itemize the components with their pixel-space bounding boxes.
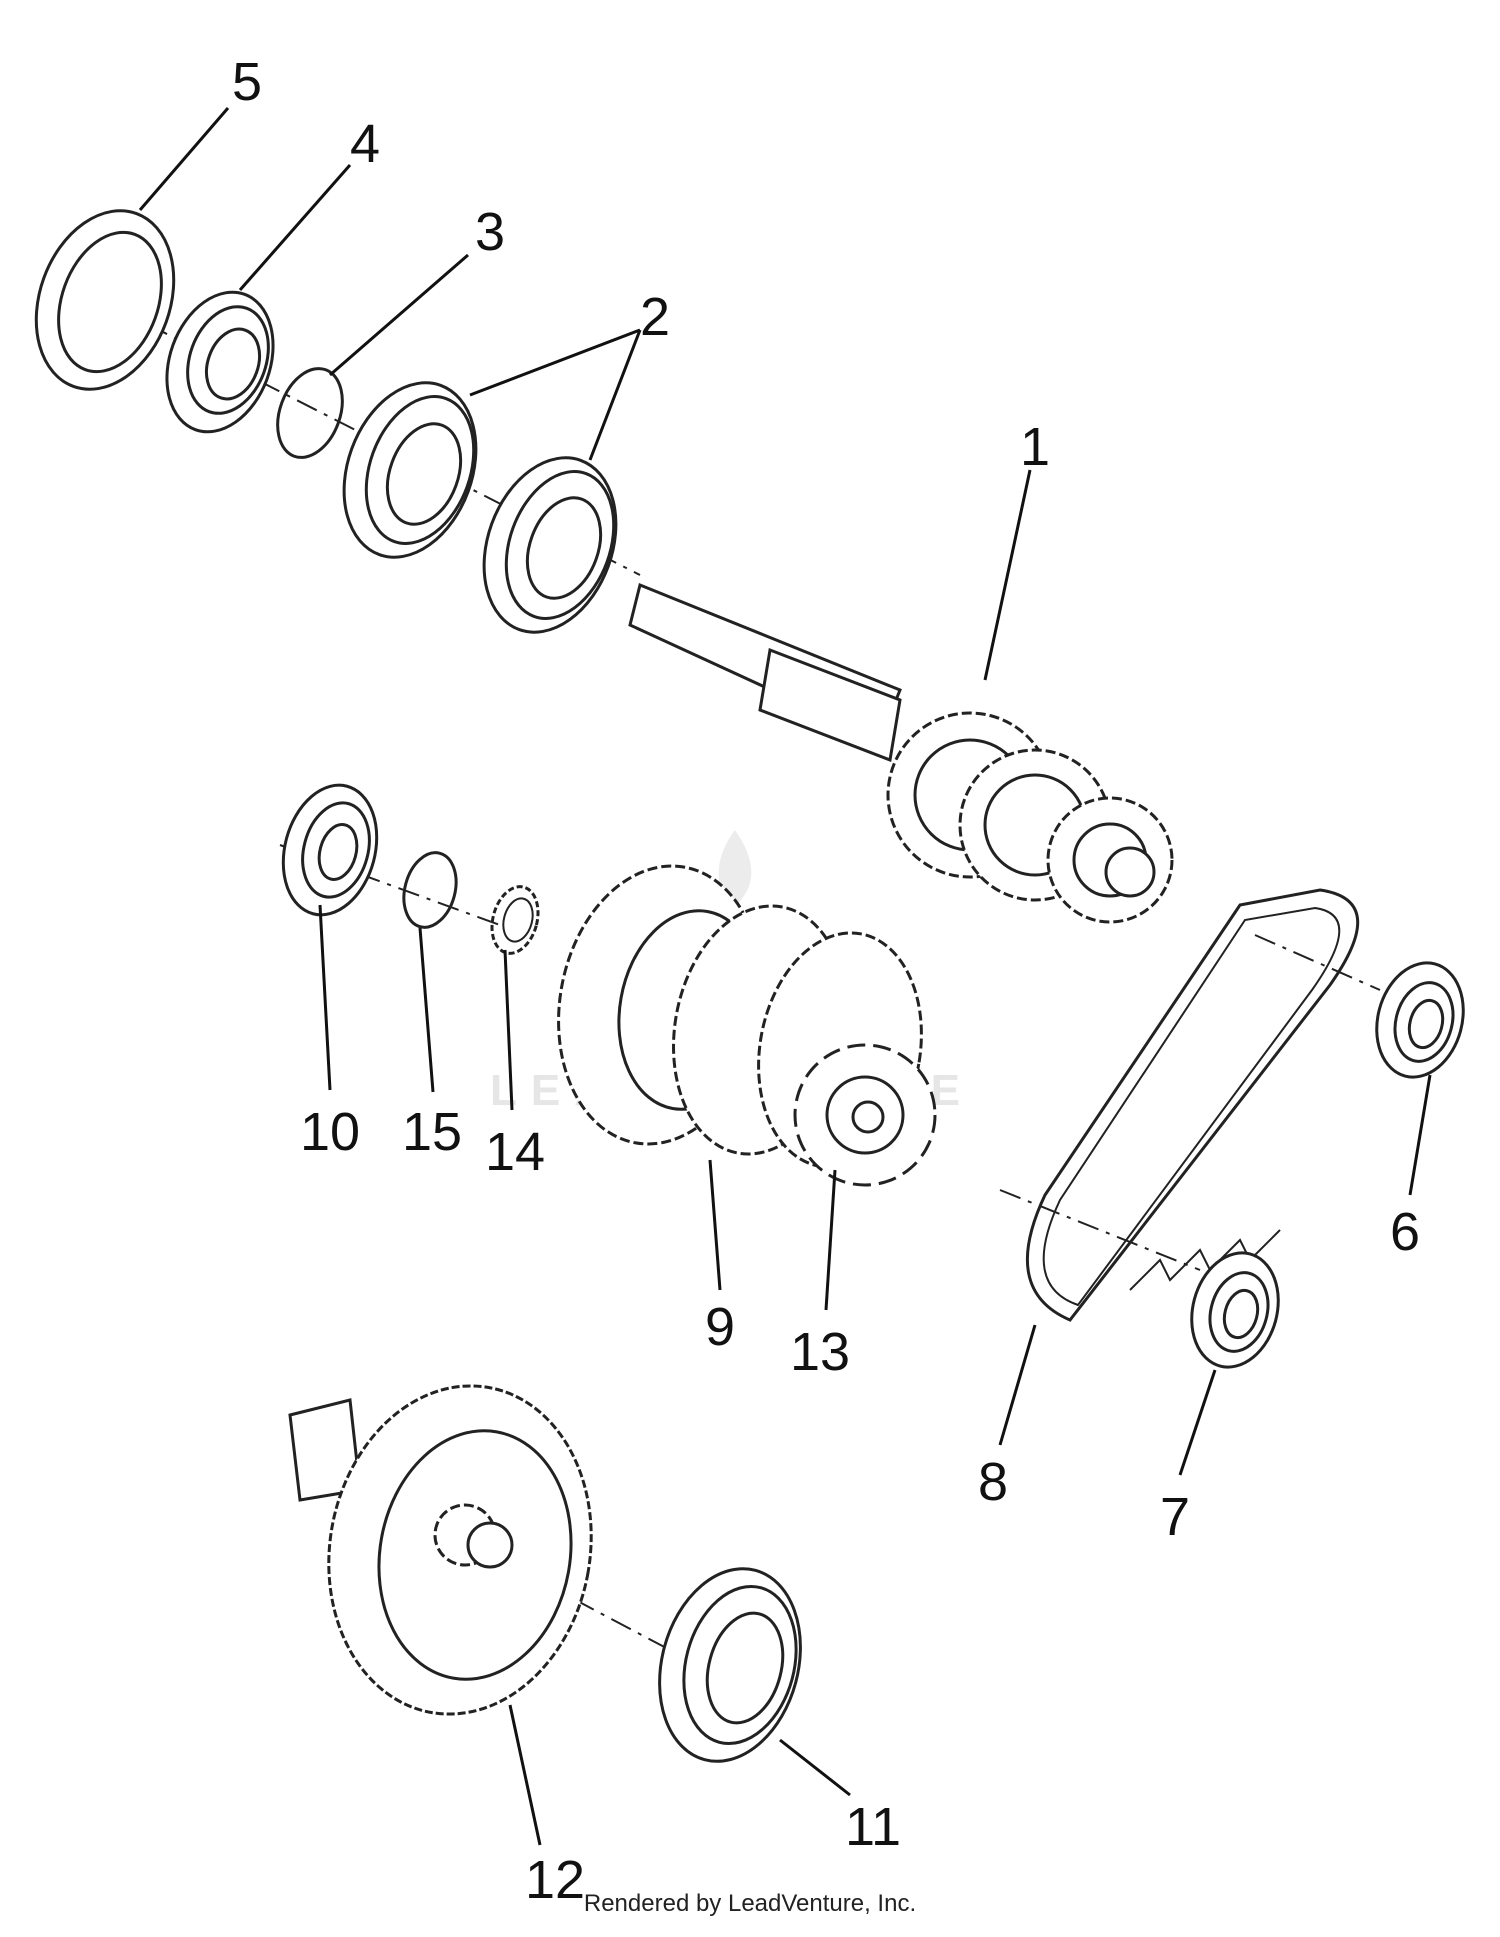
callout-10: 10 bbox=[300, 1102, 360, 1162]
callout-15: 15 bbox=[402, 1102, 462, 1162]
part-5-oil-seal bbox=[34, 209, 176, 391]
part-3-circlip bbox=[276, 367, 344, 459]
part-10-bearing bbox=[281, 783, 379, 917]
part-2-bearing-a bbox=[342, 381, 478, 559]
part-9-countershaft-gears bbox=[557, 864, 923, 1169]
callout-7: 7 bbox=[1160, 1487, 1190, 1547]
callout-2: 2 bbox=[640, 287, 670, 347]
callout-9: 9 bbox=[705, 1297, 735, 1357]
footer-credit: Rendered by LeadVenture, Inc. bbox=[583, 1890, 917, 1917]
part-8-drive-chain bbox=[1025, 888, 1360, 1322]
callout-5: 5 bbox=[232, 52, 262, 112]
part-2-bearing-b bbox=[482, 456, 618, 634]
part-1-main-shaft bbox=[628, 582, 1174, 924]
part-13-sprocket bbox=[793, 1043, 937, 1187]
callout-8: 8 bbox=[978, 1452, 1008, 1512]
callout-6: 6 bbox=[1390, 1202, 1420, 1262]
callout-11: 11 bbox=[845, 1797, 901, 1857]
callout-14: 14 bbox=[485, 1122, 545, 1182]
callout-4: 4 bbox=[350, 114, 380, 174]
part-7-bearing bbox=[1190, 1251, 1280, 1369]
part-15-circlip bbox=[402, 851, 458, 929]
part-6-bearing bbox=[1375, 961, 1465, 1079]
callout-3: 3 bbox=[475, 202, 505, 262]
part-12-output-gear bbox=[288, 1384, 593, 1716]
part-4-collar bbox=[165, 290, 275, 434]
callout-numbers: 1 2 3 4 5 6 7 8 9 10 11 12 13 14 15 bbox=[232, 52, 1420, 1910]
part-14-wave-washer bbox=[490, 885, 540, 955]
callout-1: 1 bbox=[1020, 417, 1050, 477]
callout-12: 12 bbox=[525, 1850, 585, 1910]
part-11-bearing bbox=[658, 1567, 802, 1763]
leader-lines bbox=[138, 107, 1432, 1846]
callout-13: 13 bbox=[790, 1322, 850, 1382]
